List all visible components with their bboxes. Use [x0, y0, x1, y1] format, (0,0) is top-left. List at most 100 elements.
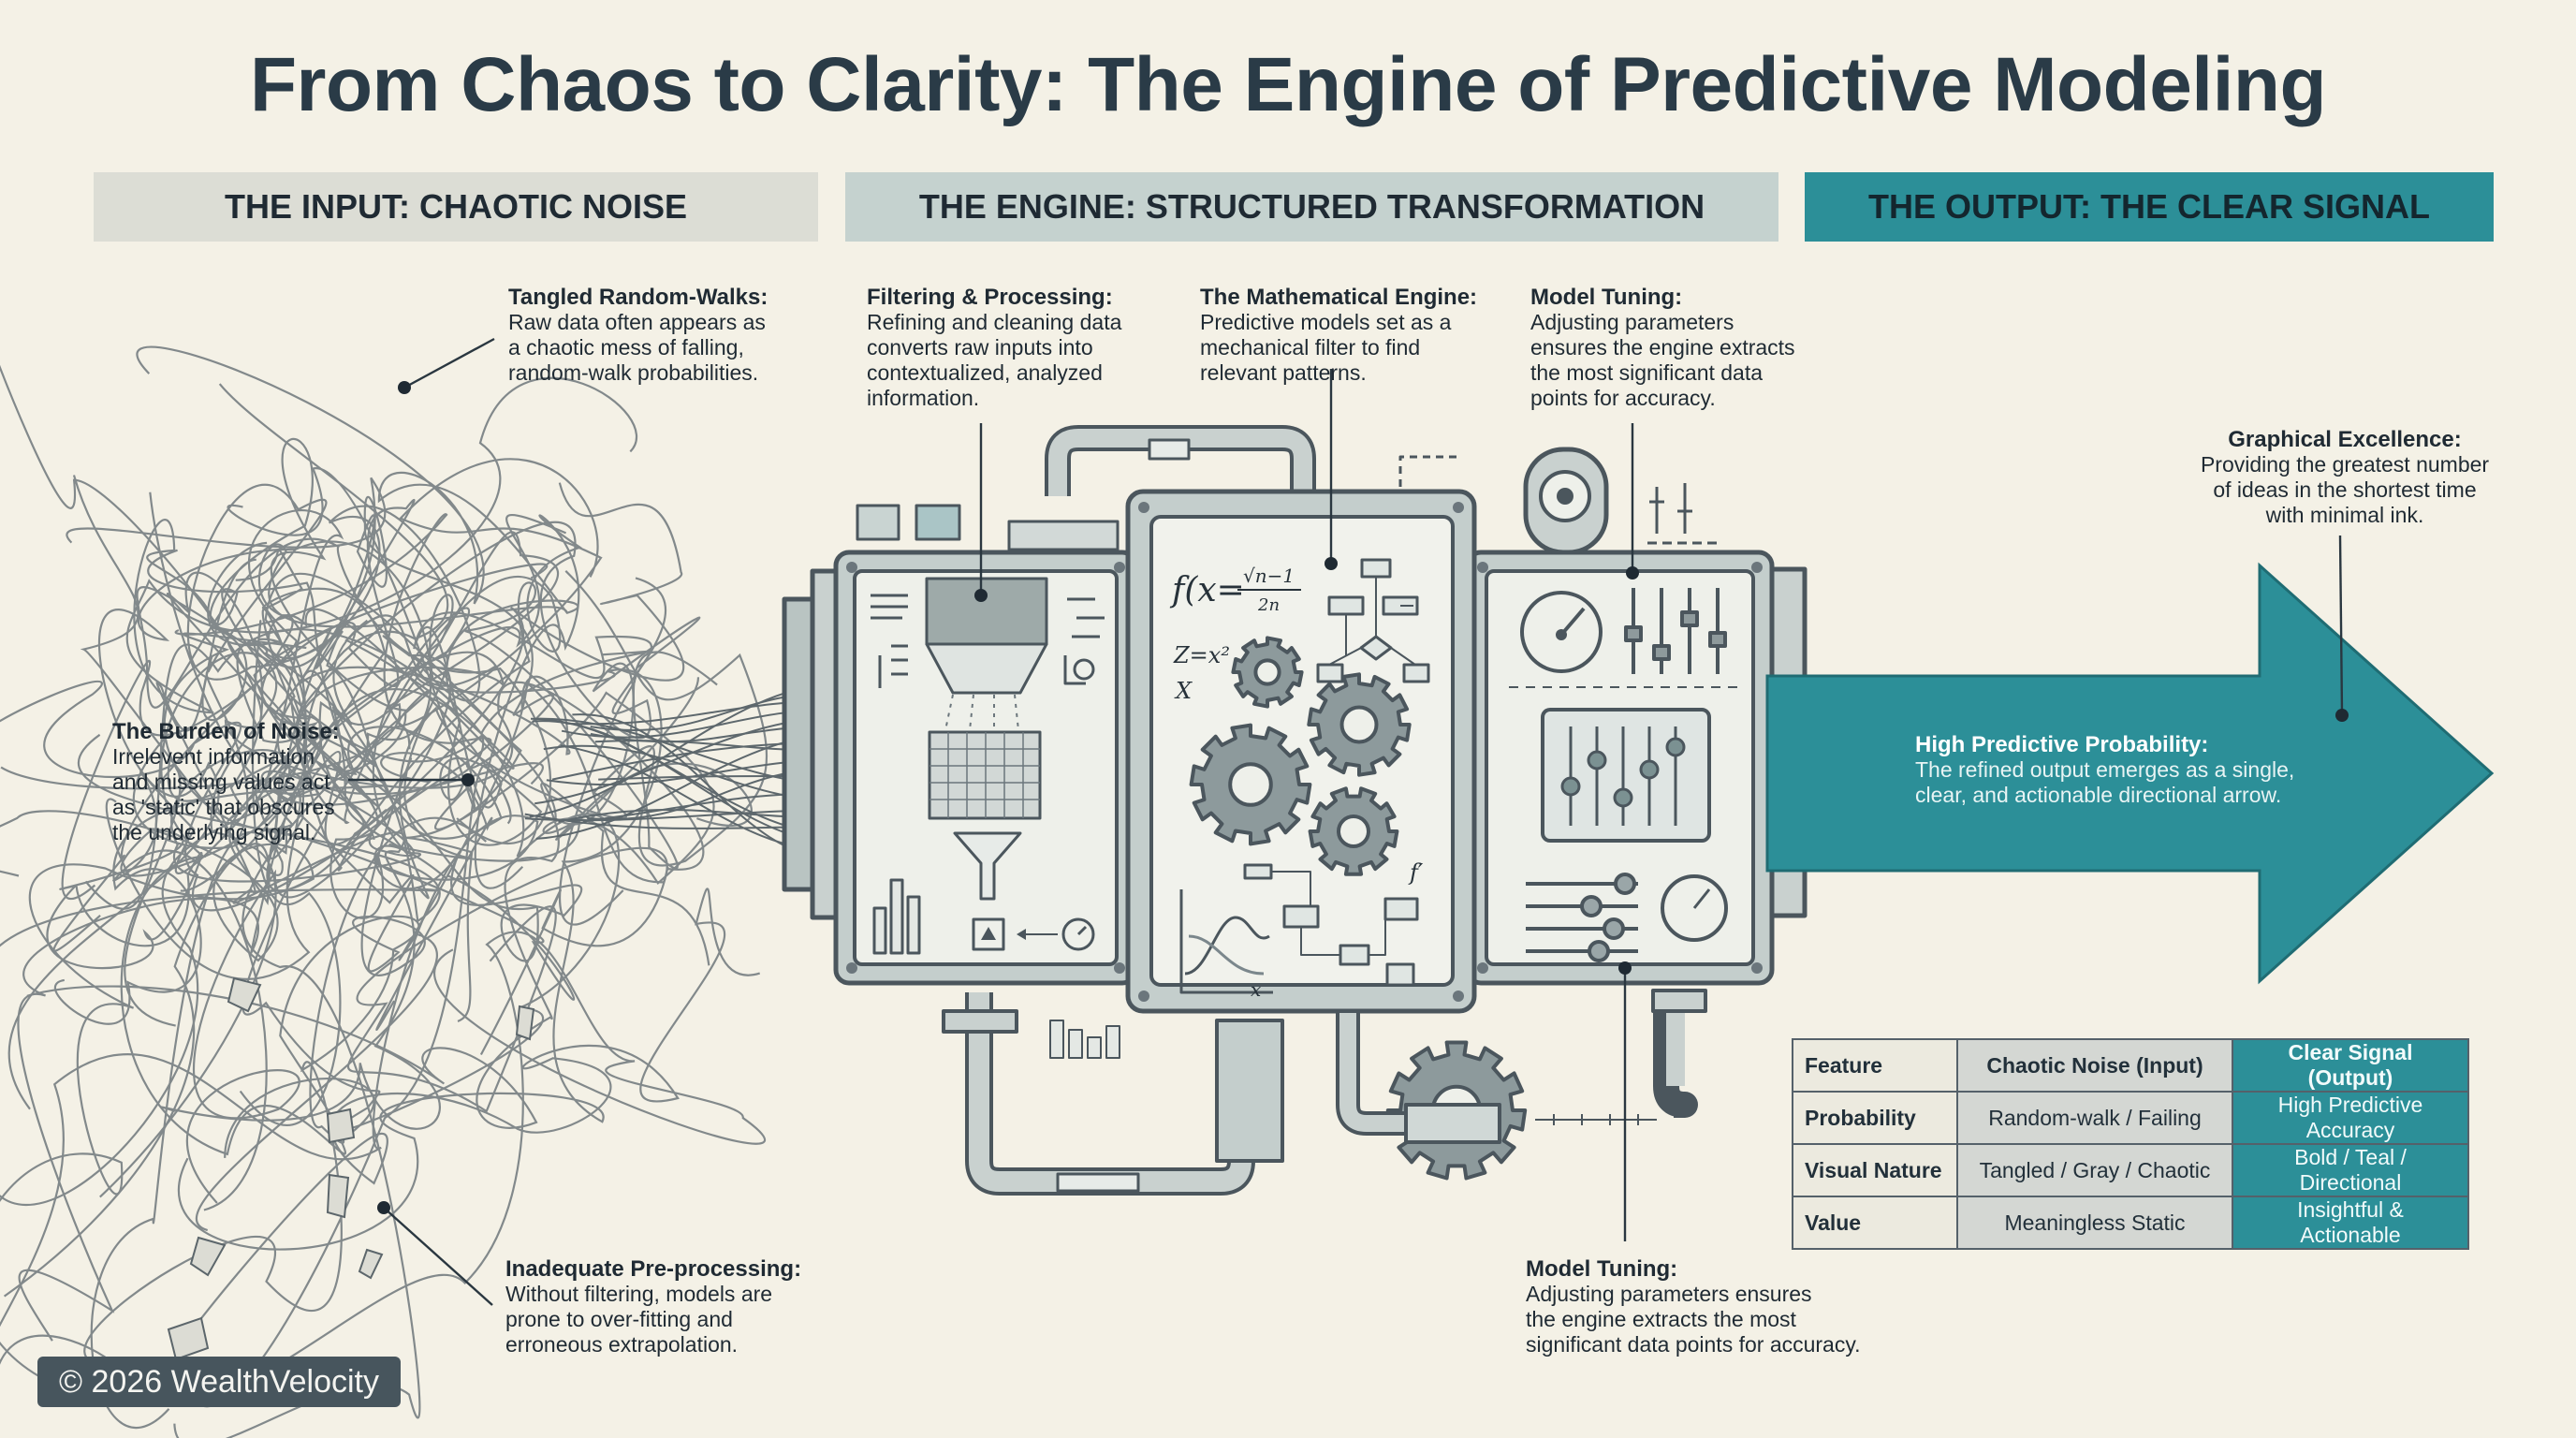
annotation-line: ensures the engine extracts	[1530, 335, 1795, 360]
table-cell: Value	[1792, 1196, 1958, 1250]
gear-icon	[1307, 672, 1412, 777]
annotation-line: a chaotic mess of falling,	[508, 335, 744, 360]
annotation-line: with minimal ink.	[2265, 503, 2424, 527]
noise-line	[173, 458, 603, 1438]
noise-line	[0, 689, 539, 1328]
funnel-icon	[953, 831, 1022, 901]
gauge-icon	[1520, 591, 1603, 673]
annotation-line: contextualized, analyzed	[867, 360, 1103, 385]
annotation-model-tuning-bottom: Model Tuning: Adjusting parameters ensur…	[1526, 1256, 1861, 1357]
annotation-line: and missing values act	[112, 770, 330, 794]
noise-line	[204, 611, 652, 1408]
annotation-line: Refining and cleaning data	[867, 310, 1122, 334]
annotation-line: Predictive models set as a	[1200, 310, 1452, 334]
annotation-title: Filtering & Processing:	[867, 285, 1113, 310]
table-cell: Bold / Teal / Directional	[2232, 1143, 2469, 1197]
noise-line	[17, 614, 515, 1342]
annotation-line: Without filtering, models are	[505, 1282, 773, 1306]
broken-shards	[167, 976, 535, 1361]
annotation-line: clear, and actionable directional arrow.	[1915, 783, 2282, 807]
noise-line	[180, 888, 761, 1346]
formula-den: 2n	[1257, 595, 1280, 615]
header-input: THE INPUT: CHAOTIC NOISE	[94, 172, 818, 242]
leader-lines	[348, 337, 2344, 1306]
table-row: Visual Nature Tangled / Gray / Chaotic B…	[1792, 1143, 2469, 1197]
table-cell: Insightful & Actionable	[2232, 1196, 2469, 1250]
annotation-filtering-processing: Filtering & Processing: Refining and cle…	[867, 285, 1121, 411]
table-cell: Probability	[1792, 1091, 1958, 1145]
noise-line	[132, 537, 552, 849]
noise-line	[155, 558, 441, 1130]
noise-line	[0, 437, 483, 1207]
slider-icon	[1624, 588, 1727, 674]
bar-chart-icon	[872, 878, 921, 955]
noise-line	[61, 509, 375, 901]
annotation-line: the engine extracts the most	[1526, 1307, 1796, 1331]
formula-f: f(x=	[1169, 571, 1245, 609]
annotation-tangled-random-walks: Tangled Random-Walks: Raw data often app…	[508, 285, 768, 386]
annotation-line: relevant patterns.	[1200, 360, 1367, 385]
annotation-line: significant data points for accuracy.	[1526, 1332, 1861, 1357]
annotation-title: Model Tuning:	[1530, 285, 1683, 310]
annotation-graphical-excellence: Graphical Excellence: Providing the grea…	[2172, 427, 2518, 528]
gear-icon	[1189, 723, 1312, 846]
annotation-line: erroneous extrapolation.	[505, 1332, 739, 1357]
output-arrow	[1765, 562, 2495, 985]
noise-line	[136, 345, 579, 846]
annotation-line: The refined output emerges as a single,	[1915, 757, 2295, 782]
table-cell: High Predictive Accuracy	[2232, 1091, 2469, 1145]
annotation-mathematical-engine: The Mathematical Engine: Predictive mode…	[1200, 285, 1477, 386]
noise-line	[147, 549, 583, 962]
table-header-cell: Chaotic Noise (Input)	[1956, 1038, 2233, 1093]
annotation-title: The Burden of Noise:	[112, 719, 340, 744]
annotation-line: Adjusting parameters	[1530, 310, 1734, 334]
annotation-title: Model Tuning:	[1526, 1256, 1678, 1282]
noise-line	[0, 619, 369, 1382]
flowchart-icon	[1316, 558, 1430, 683]
annotation-inadequate-preprocessing: Inadequate Pre-processing: Without filte…	[505, 1256, 801, 1357]
noise-line	[83, 817, 488, 1366]
formula-x1: X	[1174, 678, 1193, 704]
noise-line	[46, 762, 544, 970]
noise-line	[26, 782, 710, 1129]
annotation-line: Irrelevent information	[112, 744, 315, 769]
annotation-high-predictive-probability: High Predictive Probability: The refined…	[1915, 732, 2294, 808]
annotation-title: High Predictive Probability:	[1915, 732, 2209, 757]
noise-line	[180, 581, 718, 892]
annotation-line: random-walk probabilities.	[508, 360, 759, 385]
annotation-line: converts raw inputs into	[867, 335, 1093, 360]
annotation-title: Graphical Excellence:	[2228, 427, 2462, 452]
noise-line	[0, 570, 768, 947]
annotation-line: the most significant data	[1530, 360, 1764, 385]
table-cell: Visual Nature	[1792, 1143, 1958, 1197]
gear-icon	[1231, 636, 1304, 709]
header-output: THE OUTPUT: THE CLEAR SIGNAL	[1805, 172, 2494, 242]
table-cell: Tangled / Gray / Chaotic	[1956, 1143, 2233, 1197]
gear-icon	[1308, 786, 1399, 876]
annotation-model-tuning-top: Model Tuning: Adjusting parameters ensur…	[1530, 285, 1795, 411]
annotation-title: Tangled Random-Walks:	[508, 285, 768, 310]
noise-line	[163, 513, 492, 858]
annotation-burden-of-noise: The Burden of Noise: Irrelevent informat…	[112, 719, 340, 845]
noise-line	[3, 521, 667, 1298]
formula-x2: x	[1251, 978, 1261, 1001]
noise-line	[72, 475, 426, 976]
annotation-line: of ideas in the shortest time	[2213, 477, 2477, 502]
formula-fprime: f′	[1408, 859, 1424, 886]
annotation-line: information.	[867, 386, 980, 410]
annotation-line: Providing the greatest number	[2200, 452, 2490, 477]
table-cell: Random-walk / Failing	[1956, 1091, 2233, 1145]
comparison-table: Feature Chaotic Noise (Input) Clear Sign…	[1792, 1038, 2469, 1250]
copyright-badge: © 2026 WealthVelocity	[37, 1357, 401, 1407]
annotation-line: Raw data often appears as	[508, 310, 766, 334]
annotation-title: The Mathematical Engine:	[1200, 285, 1478, 310]
table-header-cell: Clear Signal (Output)	[2232, 1038, 2469, 1093]
header-engine: THE ENGINE: STRUCTURED TRANSFORMATION	[845, 172, 1778, 242]
table-row: Value Meaningless Static Insightful & Ac…	[1792, 1196, 2469, 1250]
table-header-cell: Feature	[1792, 1038, 1958, 1093]
table-header-row: Feature Chaotic Noise (Input) Clear Sign…	[1792, 1038, 2469, 1093]
noise-line	[66, 477, 503, 840]
engine-machine	[782, 425, 1808, 1196]
